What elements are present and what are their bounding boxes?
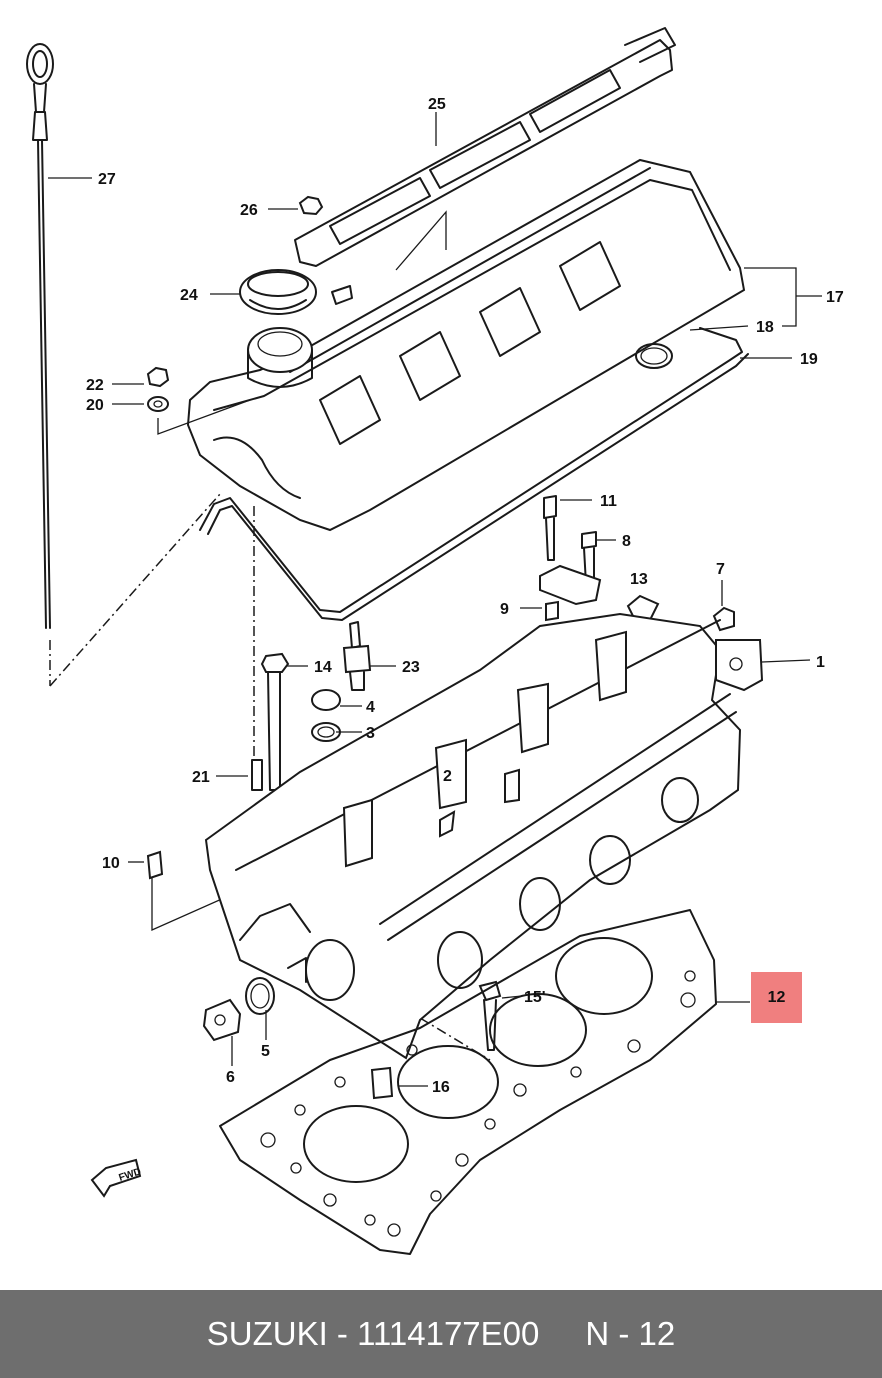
- part-label-24[interactable]: 24: [180, 287, 198, 304]
- highlighted-part-marker: [751, 972, 802, 1023]
- part-label-13[interactable]: 13: [630, 571, 648, 588]
- part-label-3[interactable]: 3: [366, 725, 375, 742]
- part-label-27[interactable]: 27: [98, 171, 116, 188]
- part-label-12[interactable]: 12: [767, 989, 786, 1006]
- cylinder-head-exploded-diagram: FWD 1 2 3 4 5 6 7 8 9 10 11 13 14 15' 16…: [26, 27, 844, 1255]
- part-label-17[interactable]: 17: [826, 289, 844, 306]
- brand-part-number: SUZUKI - 1114177E00: [206, 1315, 540, 1352]
- part-label-4[interactable]: 4: [366, 699, 375, 716]
- spark-plug-and-head-bolt-parts: [251, 621, 372, 791]
- diagram-position: N - 12: [585, 1315, 676, 1352]
- part-label-10[interactable]: 10: [102, 855, 120, 872]
- part-label-8[interactable]: 8: [622, 533, 631, 550]
- part-label-23[interactable]: 23: [402, 659, 420, 676]
- part-label-7[interactable]: 7: [716, 561, 725, 578]
- cylinder-head-gasket-part: [219, 909, 717, 1255]
- part-label-2[interactable]: 2: [443, 768, 452, 785]
- part-label-25[interactable]: 25: [428, 96, 446, 113]
- dipstick-part: [26, 43, 92, 686]
- fwd-direction-arrow-icon: FWD: [90, 1158, 143, 1198]
- part-label-21[interactable]: 21: [192, 769, 210, 786]
- part-label-6[interactable]: 6: [226, 1069, 235, 1086]
- nut-part: [268, 195, 324, 216]
- part-label-18[interactable]: 18: [756, 319, 774, 336]
- head-cover-gasket-part: [199, 327, 749, 621]
- part-label-11[interactable]: 11: [600, 493, 617, 510]
- head-bolt-and-dowel-parts: [370, 980, 502, 1100]
- part-label-20[interactable]: 20: [86, 397, 104, 414]
- oil-filler-cap-part: [210, 269, 317, 315]
- harness-bracket-part: [294, 27, 676, 271]
- part-label-15[interactable]: 15': [524, 989, 546, 1006]
- part-label-14[interactable]: 14: [314, 659, 332, 676]
- part-label-9[interactable]: 9: [500, 601, 509, 618]
- part-label-19[interactable]: 19: [800, 351, 818, 368]
- part-label-16[interactable]: 16: [432, 1079, 450, 1096]
- blind-plug-and-seal-parts: [202, 977, 275, 1042]
- part-label-1[interactable]: 1: [816, 654, 825, 671]
- small-fastener-parts: [539, 495, 735, 632]
- washer-and-nut-parts: [146, 366, 170, 412]
- part-info-footer: SUZUKI - 1114177E00 N - 12: [0, 1290, 882, 1378]
- cylinder-head-part: [146, 612, 764, 1060]
- part-label-22[interactable]: 22: [86, 377, 104, 394]
- cylinder-head-cover-part: [186, 158, 746, 532]
- plug-cap-and-seal-parts: [311, 689, 341, 742]
- part-label-5[interactable]: 5: [261, 1043, 270, 1060]
- part-label-26[interactable]: 26: [240, 202, 258, 219]
